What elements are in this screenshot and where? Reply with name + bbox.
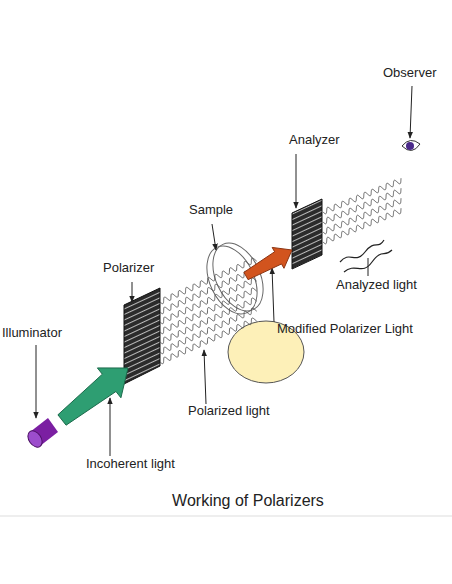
light-wave [323, 208, 401, 244]
beam-arrows [58, 247, 292, 425]
light-wave [160, 308, 257, 354]
light-wave [160, 288, 257, 334]
part-label: Polarizer [103, 261, 154, 275]
part-label: Analyzed light [336, 278, 417, 292]
analyzed-light-trace [340, 240, 392, 272]
part-label: Observer [383, 66, 436, 80]
leader-lines [36, 86, 412, 456]
analyzer-filter [292, 199, 322, 269]
light-wave [160, 258, 257, 304]
sample-disk [197, 235, 273, 322]
part-label: Modified Polarizer Light [277, 322, 413, 336]
light-wave [160, 278, 257, 324]
figure-caption: Working of Polarizers [172, 492, 324, 510]
light-wave [160, 268, 257, 314]
beam-arrow [58, 368, 128, 425]
polarizer-filter [124, 288, 160, 384]
beam-arrow [244, 247, 292, 279]
light-wave [160, 298, 257, 344]
divider-line [0, 516, 452, 517]
part-label: Polarized light [188, 404, 270, 418]
light-wave [160, 318, 257, 364]
illuminator-lamp [25, 418, 58, 450]
part-label: Illuminator [2, 326, 62, 340]
part-label: Analyzer [289, 133, 340, 147]
part-label: Incoherent light [86, 457, 175, 471]
observer-eye [402, 140, 420, 150]
part-label: Sample [189, 203, 233, 217]
